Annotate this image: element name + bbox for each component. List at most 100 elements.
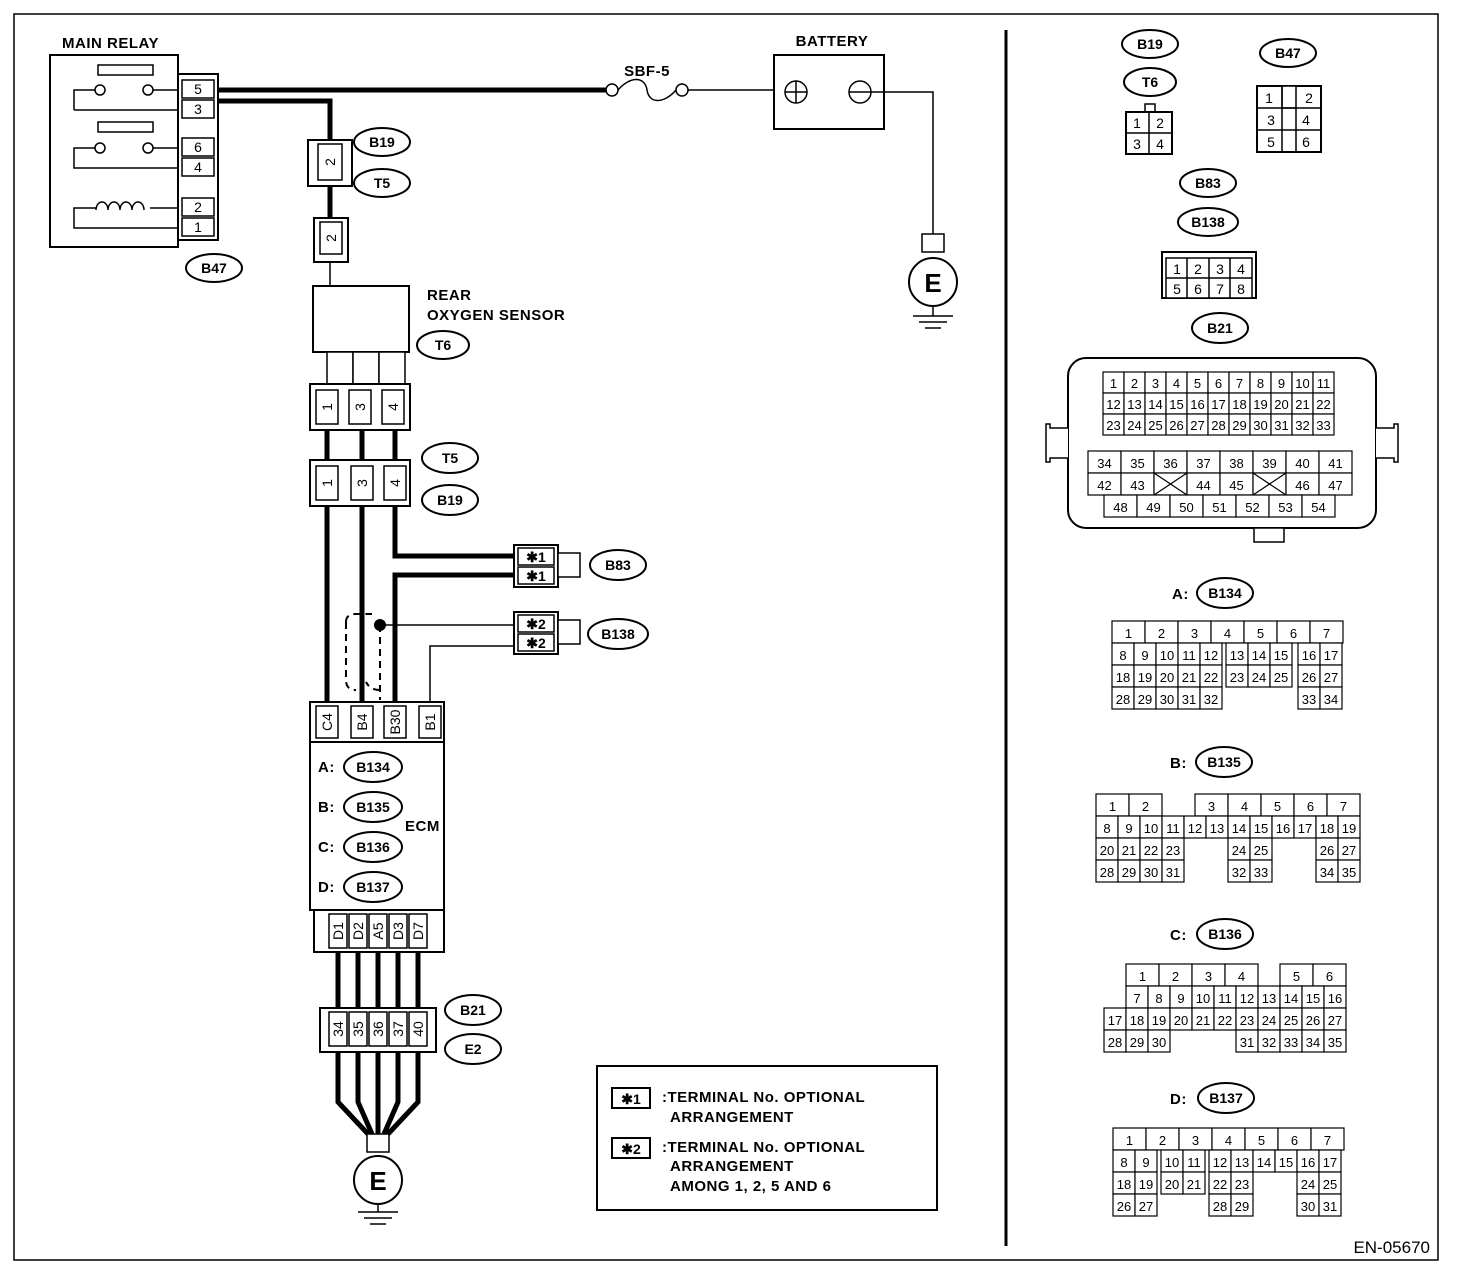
pin-number: 13: [1262, 991, 1276, 1006]
pin-number: 42: [1097, 478, 1111, 493]
svg-text:✱1: ✱1: [621, 1091, 641, 1107]
svg-text:B1: B1: [422, 713, 438, 730]
pin-number: 21: [1295, 397, 1309, 412]
pin-number: 15: [1274, 648, 1288, 663]
pin-number: 28: [1211, 418, 1225, 433]
connector-label: B138: [601, 626, 635, 642]
pin-number: 30: [1144, 865, 1158, 880]
pin-number: 28: [1108, 1035, 1122, 1050]
pin-number: 19: [1342, 821, 1356, 836]
pin-number: 24: [1301, 1177, 1315, 1192]
ecm-label: ECM: [405, 818, 440, 835]
pin-number: 32: [1295, 418, 1309, 433]
pin-number: 30: [1253, 418, 1267, 433]
connector-label: B137: [356, 879, 390, 895]
pin-number: 44: [1196, 478, 1210, 493]
pin-number: 5: [1194, 376, 1201, 391]
pin-number: 24: [1127, 418, 1141, 433]
optional-connector-b138: ✱2 ✱2 B138: [513, 611, 649, 655]
pin-number: 27: [1342, 843, 1356, 858]
svg-text:✱1: ✱1: [526, 549, 546, 565]
svg-text:1: 1: [319, 403, 335, 411]
connector-view-b19-t6: B19 T6 1 2 3 4: [1121, 29, 1179, 155]
pin-number: 9: [1278, 376, 1285, 391]
pin-number: 51: [1212, 500, 1226, 515]
pin-number: 16: [1301, 1155, 1315, 1170]
pin-number: 19: [1138, 670, 1152, 685]
pin-number: 25: [1284, 1013, 1298, 1028]
connector-label: B137: [1209, 1090, 1243, 1106]
pin-number: 20: [1100, 843, 1114, 858]
inline-connector-top: 2 2 B19 T5: [307, 127, 411, 288]
svg-text:40: 40: [410, 1021, 426, 1037]
relay-pin: 2: [194, 199, 202, 215]
svg-text:✱2: ✱2: [526, 635, 546, 651]
svg-text:B4: B4: [354, 713, 370, 730]
pin-number: 14: [1148, 397, 1162, 412]
pin-number: 41: [1328, 456, 1342, 471]
pin-number: 26: [1117, 1199, 1131, 1214]
figure-code: EN-05670: [1353, 1238, 1430, 1257]
pin-number: 33: [1316, 418, 1330, 433]
battery: BATTERY E: [773, 33, 958, 329]
svg-text:D2: D2: [350, 922, 366, 940]
connector-label: T6: [1142, 74, 1159, 90]
svg-text:6: 6: [1194, 281, 1202, 297]
pin-number: 23: [1230, 670, 1244, 685]
pin-number: 12: [1240, 991, 1254, 1006]
pin-number: 14: [1252, 648, 1266, 663]
optional-connector-b83: ✱1 ✱1 B83: [513, 544, 647, 588]
pin-number: 53: [1278, 500, 1292, 515]
rear-oxygen-sensor: REAR OXYGEN SENSOR T6 1 3 4: [309, 285, 565, 431]
pin-number: 11: [1218, 991, 1232, 1006]
pin-number: 1: [1109, 799, 1116, 814]
pin-number: 12: [1188, 821, 1202, 836]
pin-number: 4: [1224, 626, 1231, 641]
pin-cell: [1337, 859, 1361, 883]
pin-number: 22: [1316, 397, 1330, 412]
wire-power-sensor: [218, 98, 333, 140]
pin-number: 33: [1254, 865, 1268, 880]
pin-number: 11: [1317, 376, 1331, 391]
pin-number: 10: [1165, 1155, 1179, 1170]
pin-number: 9: [1141, 648, 1148, 663]
pin-number: 29: [1232, 418, 1246, 433]
pin-number: 8: [1257, 376, 1264, 391]
inline-connector-mid: 1 3 4 T5 B19: [309, 442, 479, 516]
pin-cell: [1230, 1193, 1254, 1217]
pin-number: 11: [1166, 821, 1180, 836]
outer-frame: [13, 13, 1439, 1261]
pin-number: 30: [1152, 1035, 1166, 1050]
pin-number: 26: [1320, 843, 1334, 858]
pin-number: 23: [1166, 843, 1180, 858]
pin-number: 10: [1196, 991, 1210, 1006]
pin-number: 33: [1284, 1035, 1298, 1050]
pin-number: 29: [1235, 1199, 1249, 1214]
svg-text:4: 4: [1302, 112, 1310, 128]
pin-number: 14: [1232, 821, 1246, 836]
pin-number: 26: [1306, 1013, 1320, 1028]
pin-number: 23: [1106, 418, 1120, 433]
pin-cell: [1249, 859, 1273, 883]
connector-view-b83-b138: B83 B138 1 2 3 4 5 6 7 8: [1161, 168, 1257, 299]
pin-number: 33: [1302, 692, 1316, 707]
pin-number: 2: [1131, 376, 1138, 391]
svg-text:C:: C:: [1170, 927, 1187, 944]
svg-text:D7: D7: [410, 922, 426, 940]
legend-text: AMONG 1, 2, 5 AND 6: [670, 1178, 831, 1195]
pin-number: 7: [1236, 376, 1243, 391]
svg-text:4: 4: [1156, 136, 1164, 152]
battery-label: BATTERY: [796, 33, 869, 50]
connector-label: B19: [369, 134, 395, 150]
pin-number: 17: [1324, 648, 1338, 663]
svg-text:D1: D1: [330, 922, 346, 940]
connector-label: B136: [1208, 926, 1242, 942]
svg-text:37: 37: [390, 1021, 406, 1037]
pin-number: 5: [1274, 799, 1281, 814]
pin-number: 30: [1301, 1199, 1315, 1214]
pin-number: 1: [1110, 376, 1117, 391]
svg-text:2: 2: [1305, 90, 1313, 106]
